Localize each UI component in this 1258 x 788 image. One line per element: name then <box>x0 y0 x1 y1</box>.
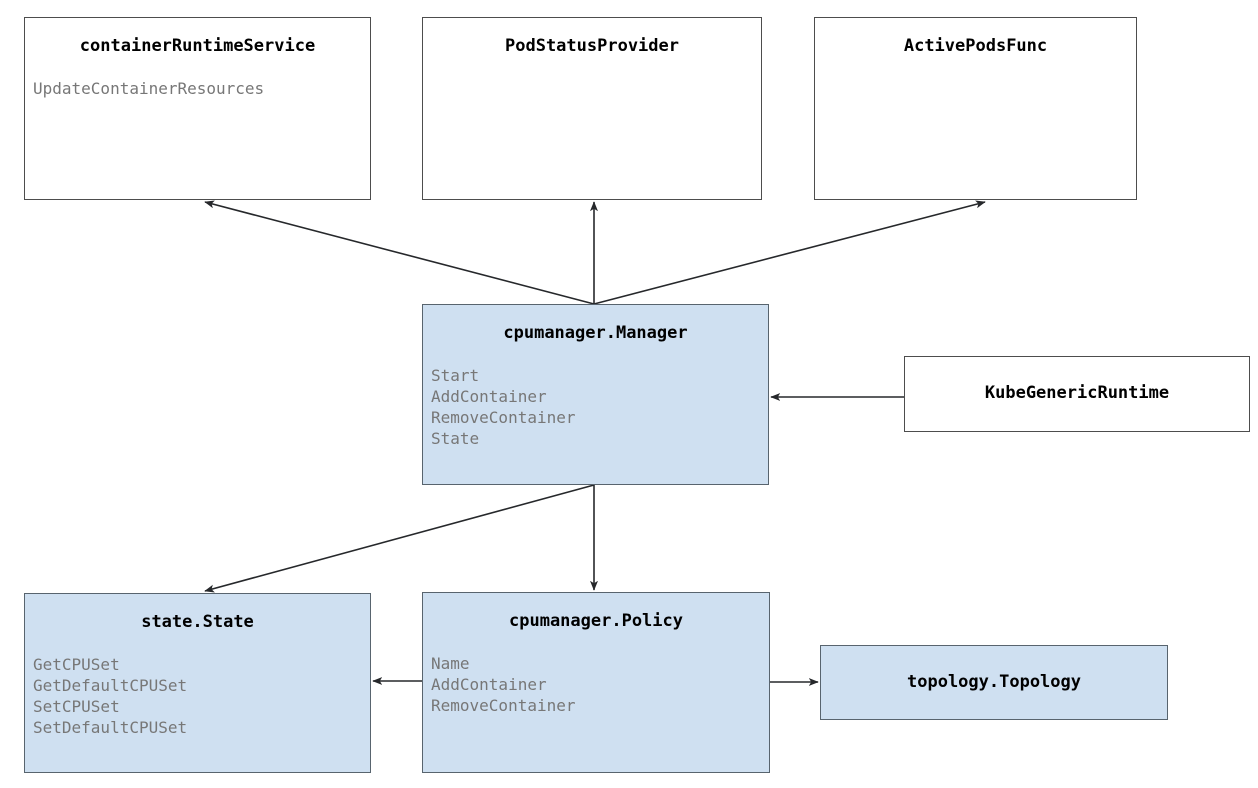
class-title-containerRuntimeService: containerRuntimeService <box>79 36 316 56</box>
method-item: SetCPUSet <box>33 697 120 716</box>
method-item: GetCPUSet <box>33 655 120 674</box>
method-item: RemoveContainer <box>431 696 576 715</box>
class-title-cpumanagerManager: cpumanager.Manager <box>503 323 688 343</box>
class-title-kubeGenericRuntime: KubeGenericRuntime <box>984 383 1170 403</box>
class-title-stateState: state.State <box>141 612 254 632</box>
method-item: Name <box>431 654 470 673</box>
class-title-podStatusProvider: PodStatusProvider <box>505 36 679 56</box>
uml-class-box-topologyTopology[interactable]: topology.Topology <box>820 645 1168 720</box>
method-list-containerRuntimeService: UpdateContainerResources <box>33 78 264 99</box>
class-title-cpumanagerPolicy: cpumanager.Policy <box>509 611 683 631</box>
uml-class-box-podStatusProvider[interactable]: PodStatusProvider <box>422 17 762 200</box>
uml-class-box-kubeGenericRuntime[interactable]: KubeGenericRuntime <box>904 356 1250 432</box>
method-item: State <box>431 429 480 448</box>
method-item: UpdateContainerResources <box>33 79 265 98</box>
method-item: AddContainer <box>431 675 547 694</box>
uml-class-box-activePodsFunc[interactable]: ActivePodsFunc <box>814 17 1137 200</box>
edge-manager-to-activePodsFunc <box>593 200 986 305</box>
method-item: Start <box>431 366 480 385</box>
class-title-activePodsFunc: ActivePodsFunc <box>903 36 1048 56</box>
class-title-topologyTopology: topology.Topology <box>907 671 1081 692</box>
method-item: RemoveContainer <box>431 408 576 427</box>
edge-manager-to-stateState <box>204 484 595 593</box>
method-item: AddContainer <box>431 387 547 406</box>
method-item: GetDefaultCPUSet <box>33 676 188 695</box>
method-item: SetDefaultCPUSet <box>33 718 188 737</box>
edge-manager-to-containerRuntimeService <box>204 200 595 305</box>
